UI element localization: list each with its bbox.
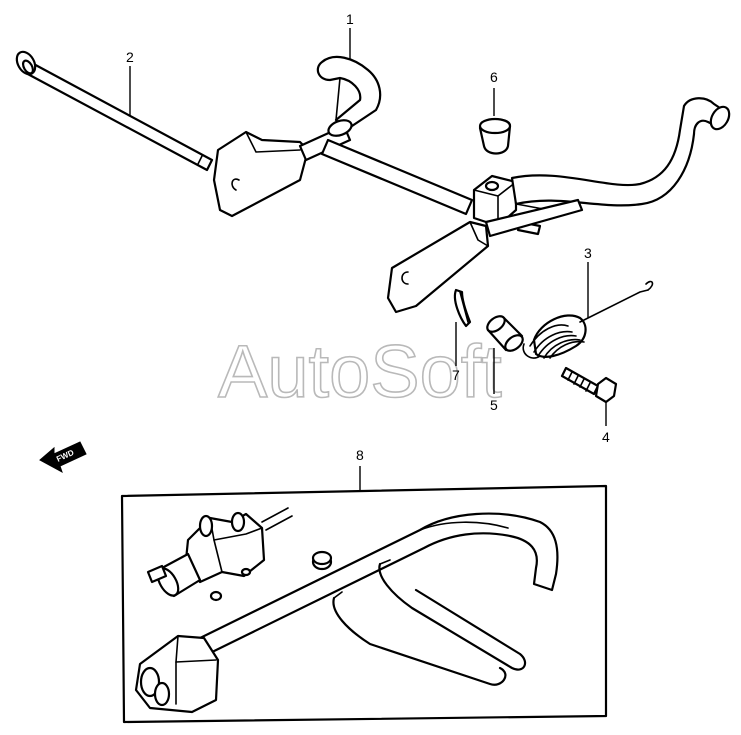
callout-2: 2 bbox=[126, 49, 134, 65]
fwd-arrow-icon: FWD bbox=[39, 441, 87, 474]
callout-5: 5 bbox=[490, 397, 498, 413]
callout-8: 8 bbox=[356, 447, 364, 463]
rubber-stopper bbox=[478, 117, 512, 155]
cotter-pin bbox=[453, 288, 472, 328]
callout-labels: 1 2 3 4 5 6 7 8 bbox=[126, 11, 610, 463]
assembly-kit-box bbox=[120, 484, 608, 724]
return-spring bbox=[522, 280, 654, 359]
callout-1: 1 bbox=[346, 11, 354, 27]
stand-bracket bbox=[212, 55, 731, 314]
bolt bbox=[560, 366, 618, 404]
callout-6: 6 bbox=[490, 69, 498, 85]
pivot-rod bbox=[15, 50, 214, 172]
leader-lines bbox=[129, 28, 607, 490]
bushing bbox=[486, 315, 524, 352]
callout-3: 3 bbox=[584, 245, 592, 261]
callout-7: 7 bbox=[452, 367, 460, 383]
callout-4: 4 bbox=[602, 429, 610, 445]
